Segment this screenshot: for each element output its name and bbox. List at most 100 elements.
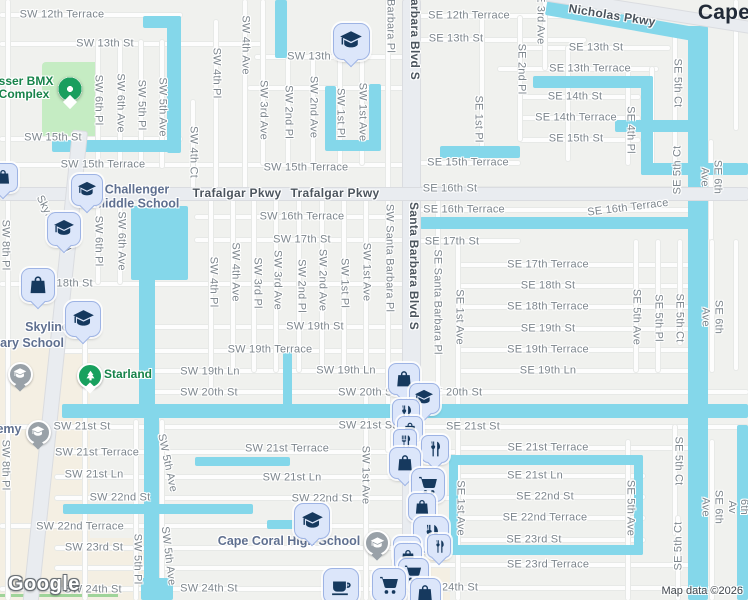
street-label: SE 5th Ave [630, 288, 643, 346]
park-label[interactable]: Starland [103, 367, 153, 382]
poi-label[interactable]: Challenger Middle School [94, 182, 180, 211]
water-canal [195, 457, 290, 466]
shopping-cart-icon [403, 563, 423, 583]
road [734, 240, 738, 370]
road [420, 586, 748, 590]
road [520, 95, 640, 99]
poi-marker-shopping-bag[interactable] [0, 162, 18, 192]
water-canal [325, 86, 336, 144]
street-label: SW 2nd Pl [295, 259, 308, 313]
street-label: SE 14th Terrace [535, 111, 617, 124]
road [338, 58, 342, 165]
road [456, 240, 460, 600]
street-label: SW 6th Ave [114, 73, 127, 133]
road [0, 282, 405, 286]
street-label: SW 4th Pl [210, 47, 223, 99]
poi-marker-graduation-cap[interactable] [332, 22, 370, 60]
road [420, 239, 520, 243]
street-label: SW 15th Terrace [263, 161, 349, 174]
poi-marker-tree[interactable] [77, 363, 103, 389]
road [520, 116, 640, 120]
road-label: Barbara Blvd S [407, 0, 422, 81]
poi-marker-shopping-cart[interactable] [372, 568, 406, 600]
road [673, 28, 677, 163]
street-label: SE 16th St [422, 182, 478, 195]
street-label: SE 14th St [547, 90, 603, 103]
poi-marker-coffee-cup[interactable] [323, 568, 359, 600]
road [710, 240, 714, 372]
street-label: SE 6th Av [725, 499, 748, 515]
poi-marker-graduation-cap[interactable] [7, 361, 33, 387]
street-label: SW 4th Ave [229, 242, 242, 302]
poi-marker-graduation-cap[interactable] [25, 419, 51, 445]
water-canal [325, 140, 381, 151]
road [214, 20, 218, 192]
poi-marker-graduation-cap[interactable] [65, 301, 101, 337]
road [460, 284, 700, 288]
road-label: Trafalgar Pkwy [290, 186, 380, 201]
road [209, 192, 213, 390]
road [0, 13, 182, 17]
shopping-cart-icon [378, 574, 400, 596]
park-label[interactable]: Complex [0, 87, 50, 102]
street-label: SE 15th Terrace [427, 156, 509, 169]
street-label: SE 16th Terrace [586, 196, 670, 219]
road [436, 192, 440, 392]
road [261, 0, 265, 165]
street-label: SE 21st Terrace [507, 441, 589, 454]
road [656, 240, 660, 372]
street-label: SE 22nd Terrace [502, 511, 588, 524]
poi-marker-restaurant[interactable] [427, 534, 451, 558]
road [231, 192, 235, 372]
poi-marker-graduation-cap[interactable] [71, 174, 103, 206]
road [83, 340, 87, 600]
road [460, 263, 700, 267]
street-label: Barbara Pl [384, 0, 397, 53]
street-label: SE 18th St [520, 279, 576, 292]
poi-label[interactable]: Cape Coral High School [217, 533, 361, 548]
shopping-bag-icon [394, 369, 414, 389]
street-label: SW 22nd St [89, 491, 151, 504]
street-label: SE 18th Terrace [507, 300, 589, 313]
shopping-bag-icon [27, 274, 49, 296]
restaurant-icon [432, 539, 447, 554]
park-label[interactable]: sser BMX [0, 74, 54, 89]
street-label: SW 13th St [76, 37, 134, 50]
street-label: SE 5th Pl [652, 294, 665, 342]
poi-marker-shopping-bag[interactable] [21, 268, 55, 302]
graduation-cap-icon [31, 425, 45, 439]
water-canal [141, 578, 173, 600]
street-label: SW 8th Pl [0, 219, 12, 271]
google-logo[interactable]: Google [8, 573, 80, 595]
street-label: SW 22nd St [291, 492, 353, 505]
poi-marker-graduation-cap[interactable] [294, 503, 330, 539]
road [139, 40, 143, 168]
road [342, 192, 346, 372]
road [320, 192, 324, 372]
poi-label[interactable]: tary School [0, 335, 65, 350]
street-label: SW 4th Ave [239, 15, 252, 75]
road [55, 475, 405, 479]
poi-marker-graduation-cap[interactable] [364, 530, 390, 556]
street-label: SE 6th Ave [699, 159, 724, 195]
road [420, 38, 586, 42]
road-label: Trafalgar Pkwy [192, 186, 282, 201]
street-label: SW 1st Ave [356, 82, 369, 142]
poi-label[interactable]: emy [0, 421, 22, 436]
shopping-cart-icon [417, 474, 439, 496]
poi-marker-restaurant[interactable] [421, 435, 449, 463]
poi-marker-bmx-dot[interactable] [58, 77, 82, 101]
shopping-bag-icon [0, 168, 12, 186]
road [255, 55, 405, 59]
road [0, 163, 405, 167]
water-canal [131, 206, 188, 280]
poi-marker-shopping-bag[interactable] [409, 577, 441, 600]
street-label: SE 19th Ln [519, 364, 577, 377]
road [55, 546, 405, 550]
poi-marker-graduation-cap[interactable] [47, 212, 81, 246]
road [710, 440, 714, 600]
street-label: SW 19th Ln [180, 365, 240, 378]
poi-label[interactable]: Skyline [25, 319, 69, 334]
road [96, 192, 100, 284]
